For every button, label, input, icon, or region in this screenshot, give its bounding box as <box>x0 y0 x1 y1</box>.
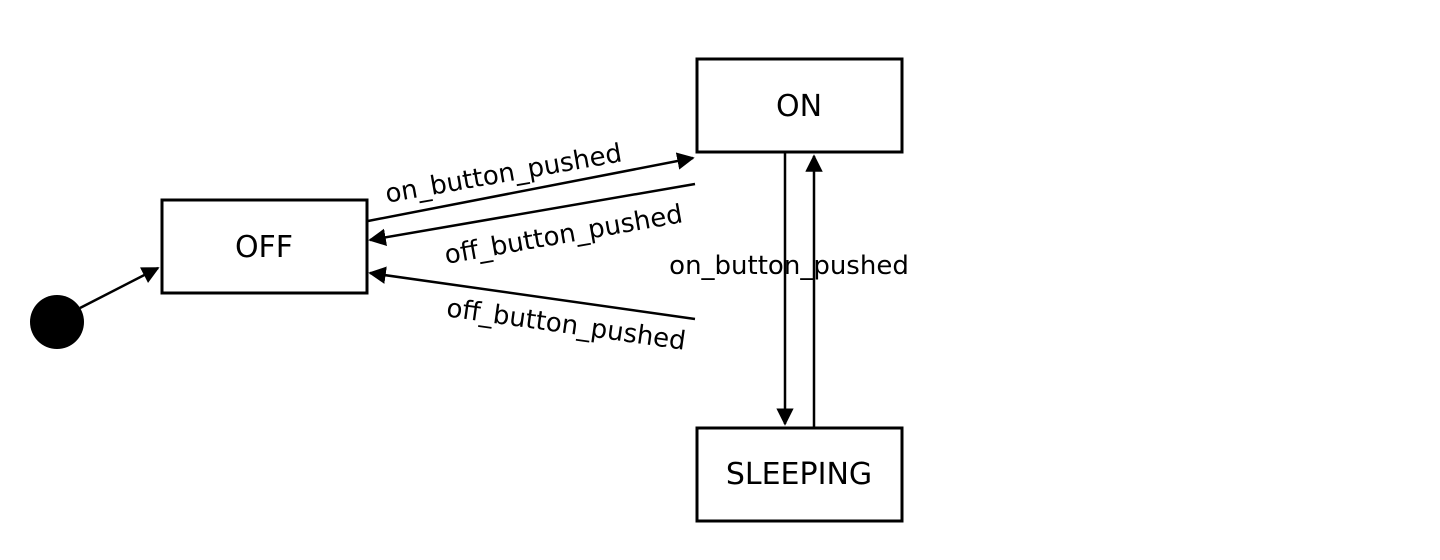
state-sleeping[interactable]: SLEEPING <box>695 426 904 523</box>
transition-on-sleeping-label: on_button_pushed <box>669 251 909 281</box>
transition-sleeping-to-off-arrow <box>368 266 696 321</box>
state-on-label: ON <box>776 89 822 124</box>
state-off-box <box>160 198 369 295</box>
state-off[interactable]: OFF <box>160 198 369 295</box>
transition-on-to-off-arrow <box>368 182 696 246</box>
state-sleeping-label: SLEEPING <box>726 457 872 492</box>
state-off-label: OFF <box>235 230 293 265</box>
transition-on-to-off-label: off_button_pushed <box>442 199 685 270</box>
initial-state-dot <box>30 295 84 349</box>
state-on-box <box>695 57 904 154</box>
state-on[interactable]: ON <box>695 57 904 154</box>
state-sleeping-box <box>695 426 904 523</box>
initial-transition-arrow <box>79 266 160 310</box>
transition-off-to-on-label: on_button_pushed <box>383 139 624 210</box>
transition-sleeping-to-off-label: off_button_pushed <box>445 293 688 356</box>
transition-off-to-on-arrow <box>367 152 695 223</box>
